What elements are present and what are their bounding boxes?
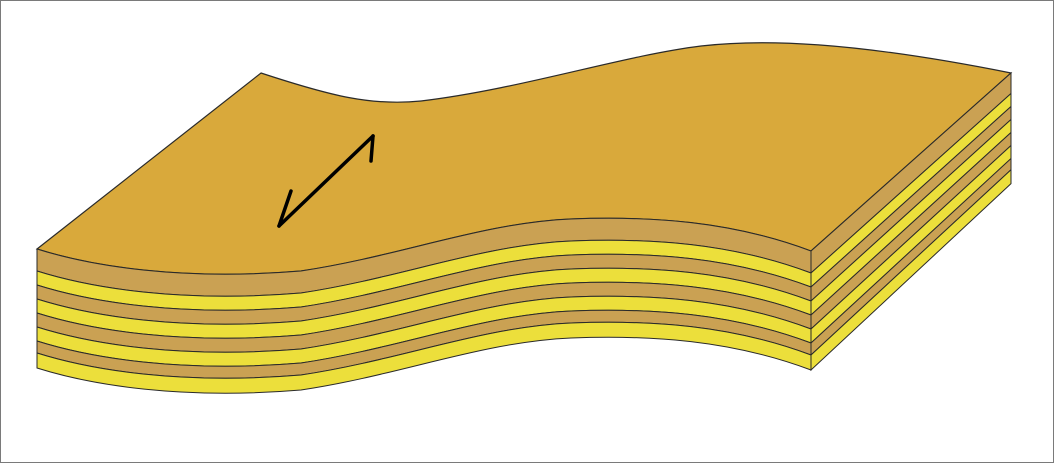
arrow-head-upper [371, 136, 373, 161]
